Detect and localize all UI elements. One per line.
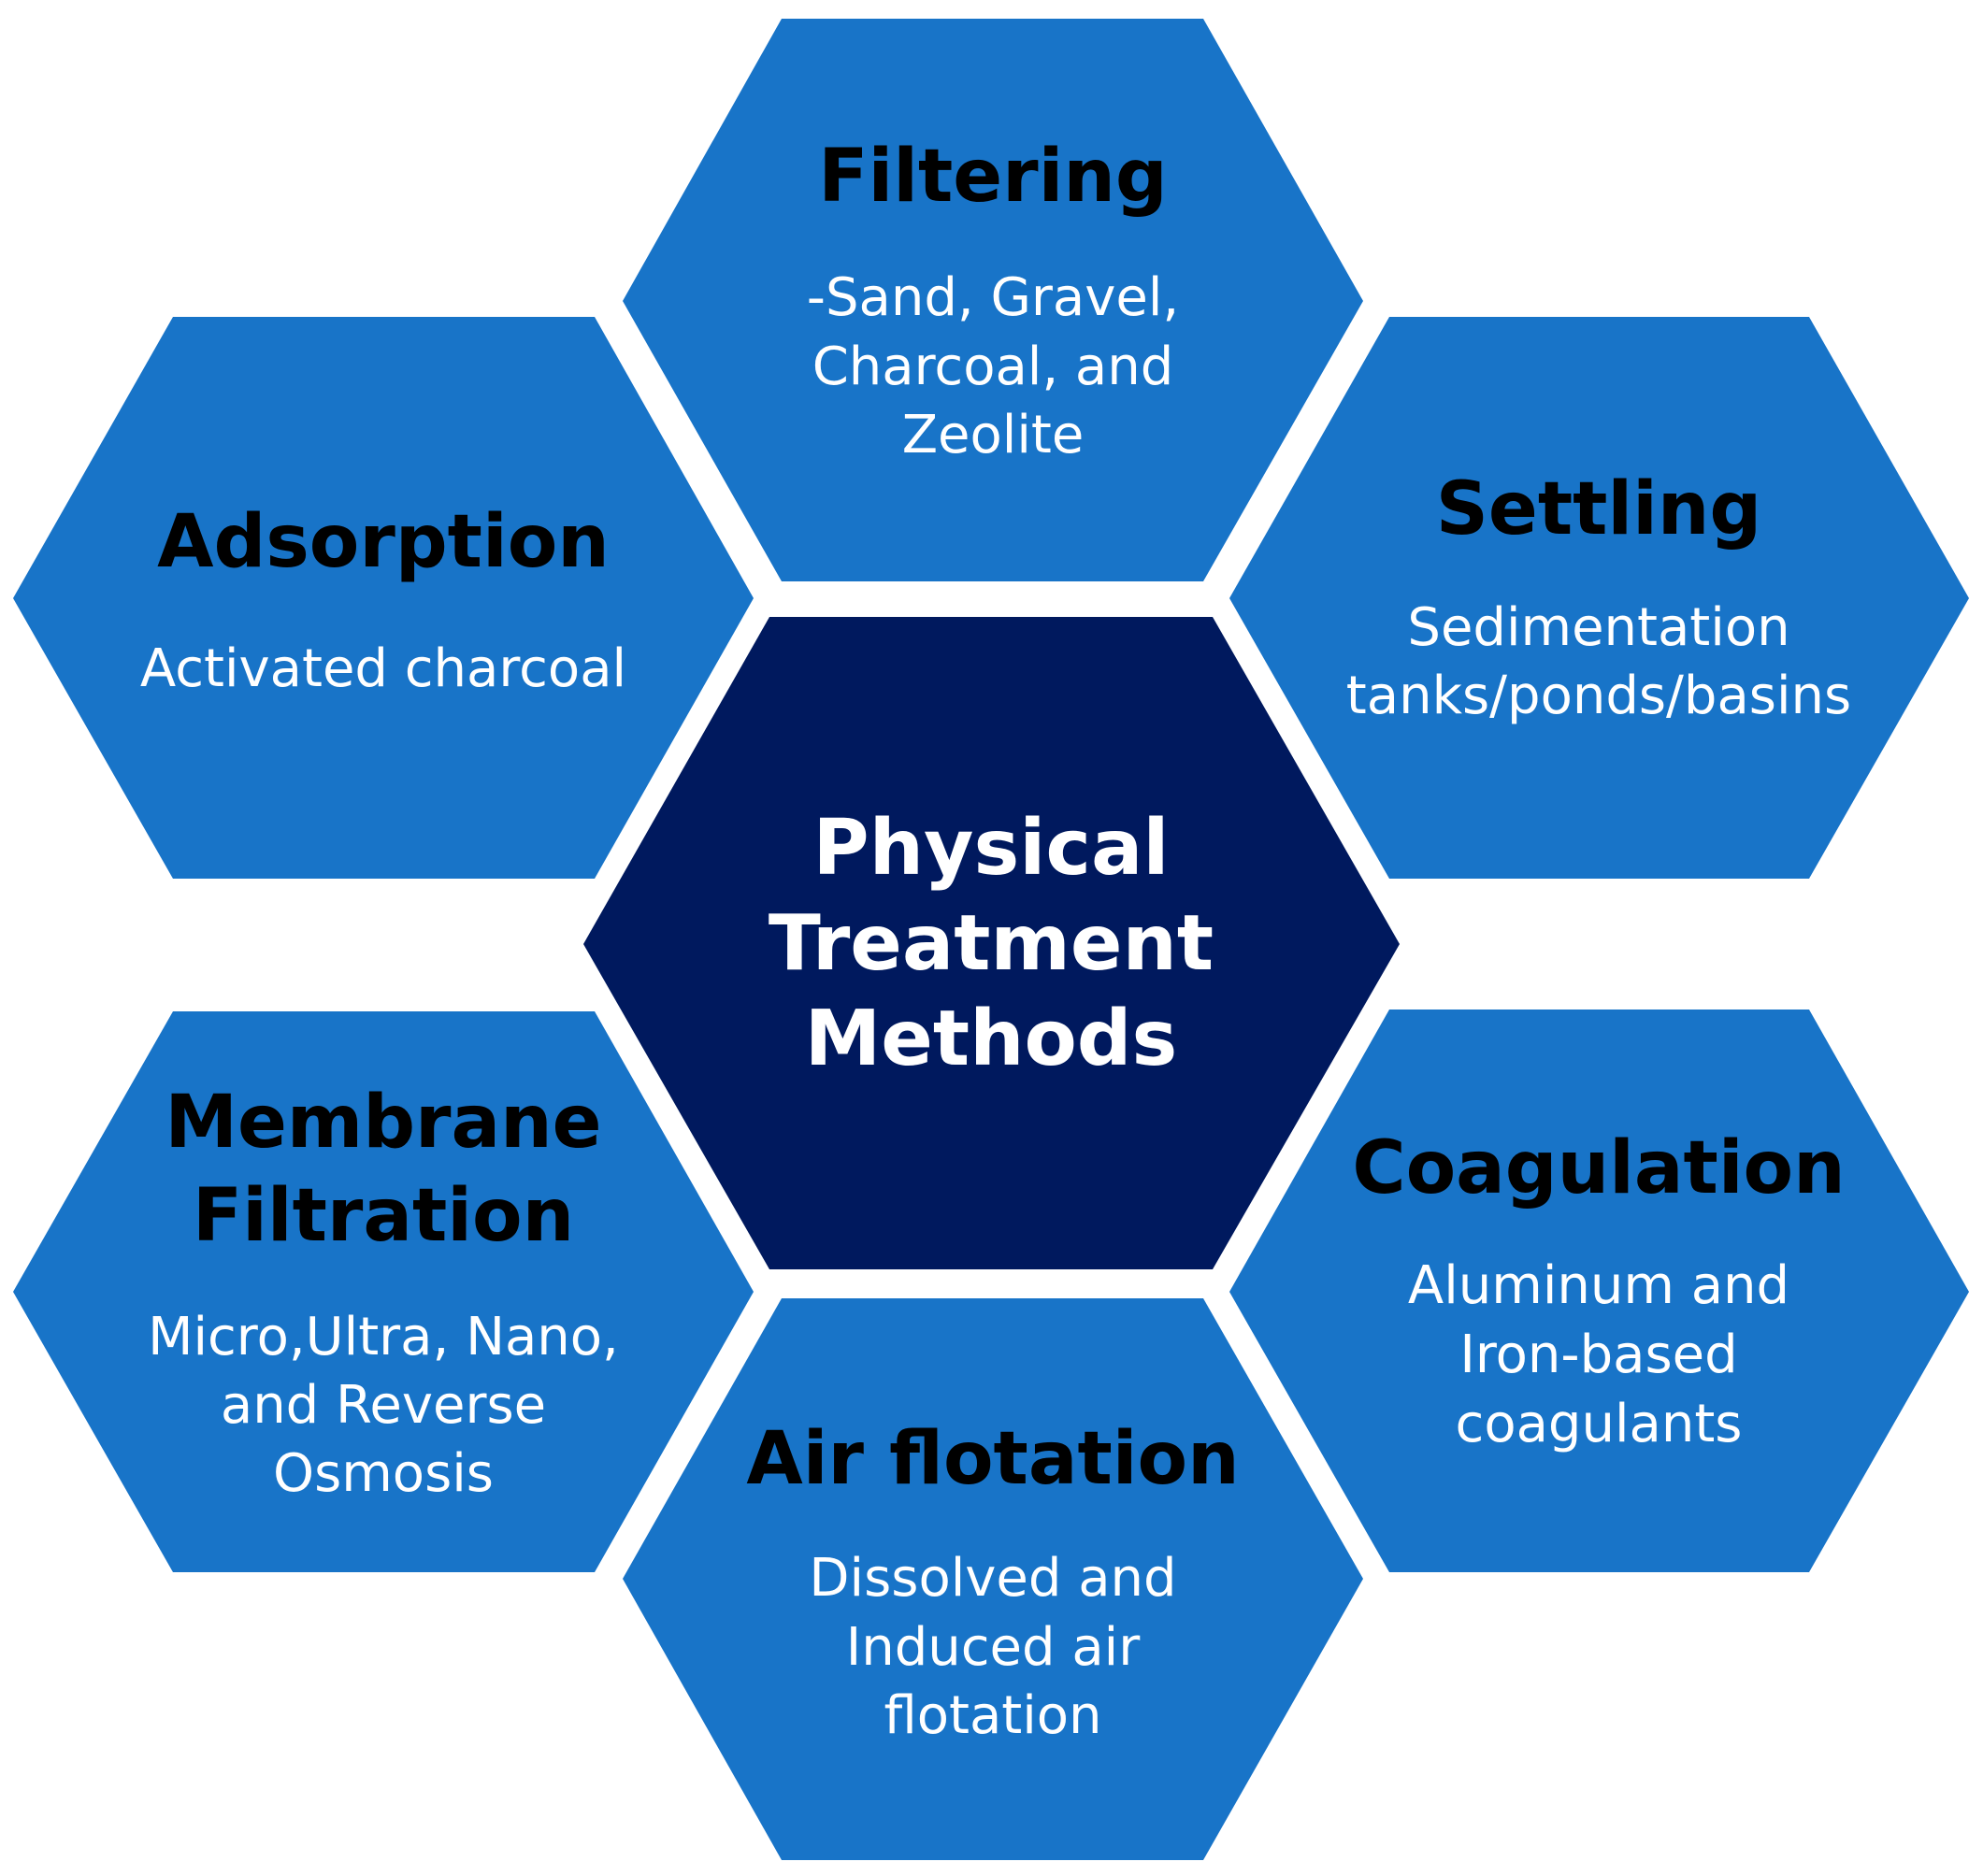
hexagon-settling-shape [1229,317,1969,879]
hexagon-air-flotation-desc-line-3: flotation [884,1685,1101,1746]
hexagon-membrane-filtration: Membrane Filtration Micro,Ultra, Nano, a… [13,1011,754,1572]
hexagon-membrane-filtration-title-line-2: Filtration [193,1174,574,1258]
hexagon-coagulation-desc-line-2: Iron-based [1459,1325,1737,1385]
hexagon-air-flotation-shape [623,1298,1363,1860]
center-hexagon: Physical Treatment Methods [583,617,1400,1269]
hexagon-membrane-filtration-title-line-1: Membrane [165,1081,601,1165]
hexagon-adsorption: Adsorption Activated charcoal [13,317,754,879]
hexagon-membrane-filtration-desc-line-2: and Reverse [221,1375,546,1436]
hexagon-filtering-desc-line-3: Zeolite [902,405,1085,465]
hexagon-filtering-desc-line-2: Charcoal, and [812,337,1174,397]
hexagon-membrane-filtration-desc-line-1: Micro,Ultra, Nano, [148,1307,619,1368]
hexagon-adsorption-title: Adsorption [157,500,610,584]
hexagon-filtering-title: Filtering [818,135,1168,219]
hexagon-air-flotation-title: Air flotation [746,1417,1239,1501]
hexagon-membrane-filtration-shape [13,1011,754,1572]
hexagon-coagulation-shape [1229,1010,1969,1572]
hexagon-air-flotation-desc-line-1: Dissolved and [809,1548,1176,1609]
hexagon-settling-desc-line-2: tanks/ponds/basins [1346,666,1851,726]
hexagon-settling-title: Settling [1436,467,1762,551]
hexagon-air-flotation-desc-line-2: Induced air [846,1617,1142,1678]
center-title-line-2: Treatment [769,899,1214,988]
center-hexagon-shape [583,617,1400,1269]
hexagon-adsorption-shape [13,317,754,879]
center-title-line-1: Physical [813,804,1170,893]
center-title-line-3: Methods [805,995,1178,1083]
hexagon-adsorption-desc-line-1: Activated charcoal [140,638,626,699]
hexagon-coagulation: Coagulation Aluminum and Iron-based coag… [1229,1010,1969,1572]
hexagon-settling: Settling Sedimentation tanks/ponds/basin… [1229,317,1969,879]
hexagon-air-flotation: Air flotation Dissolved and Induced air … [623,1298,1363,1860]
hexagon-coagulation-desc-line-3: coagulants [1456,1394,1743,1454]
hexagon-filtering-shape [623,19,1363,581]
hexagon-coagulation-desc-line-1: Aluminum and [1408,1255,1789,1316]
hexagon-membrane-filtration-desc-line-3: Osmosis [273,1443,494,1504]
hexagon-filtering: Filtering -Sand, Gravel, Charcoal, and Z… [623,19,1363,581]
hexagon-settling-desc-line-1: Sedimentation [1407,597,1789,658]
hexagon-coagulation-title: Coagulation [1352,1126,1845,1210]
hexagon-filtering-desc-line-1: -Sand, Gravel, [807,267,1179,328]
